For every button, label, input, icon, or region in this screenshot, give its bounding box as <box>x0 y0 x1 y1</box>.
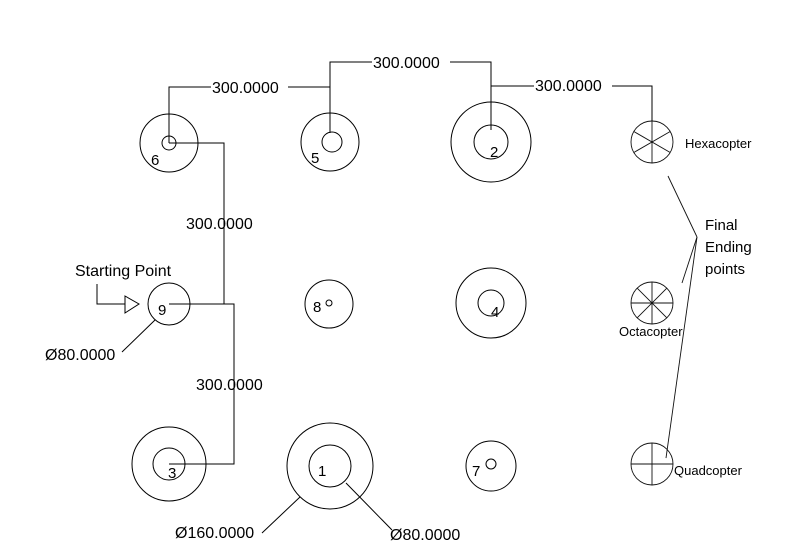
point-number-5: 5 <box>311 150 319 167</box>
starting-point-arrow-icon <box>96 284 140 314</box>
hexacopter-label: Hexacopter <box>685 136 752 151</box>
point-number-9: 9 <box>158 302 166 319</box>
starting-point-label: Starting Point <box>75 263 172 280</box>
point-number-3: 3 <box>168 465 176 482</box>
quadcopter-icon <box>630 442 674 486</box>
point-number-7: 7 <box>472 463 480 480</box>
diameter-big-inner: Ø80.0000 <box>390 527 460 544</box>
point-number-1: 1 <box>318 463 326 480</box>
final-ending-label-2: Ending <box>705 239 752 256</box>
diameter-big-outer: Ø160.0000 <box>175 525 254 542</box>
point-8-circles <box>304 279 354 329</box>
diameter-start-hole: Ø80.0000 <box>45 347 115 364</box>
dimension-top-right: 300.0000 <box>535 78 602 95</box>
dimension-left-upper: 300.0000 <box>186 216 253 233</box>
leader-lines <box>121 175 698 534</box>
final-ending-label-1: Final <box>705 217 738 234</box>
point-1-circles <box>286 422 374 510</box>
point-number-6: 6 <box>151 152 159 169</box>
point-number-8: 8 <box>313 299 321 316</box>
final-ending-label-3: points <box>705 261 745 278</box>
dimension-top-left: 300.0000 <box>212 80 279 97</box>
point-4-circles <box>455 267 527 339</box>
dimension-left-lower: 300.0000 <box>196 377 263 394</box>
path-lines <box>168 61 653 465</box>
point-number-2: 2 <box>490 144 498 161</box>
point-number-4: 4 <box>491 304 499 321</box>
octacopter-icon <box>630 281 674 325</box>
point-7-circles <box>465 440 517 492</box>
octacopter-label: Octacopter <box>619 324 683 339</box>
quadcopter-label: Quadcopter <box>674 463 743 478</box>
hexacopter-icon <box>630 120 674 164</box>
dimension-top-mid: 300.0000 <box>373 55 440 72</box>
